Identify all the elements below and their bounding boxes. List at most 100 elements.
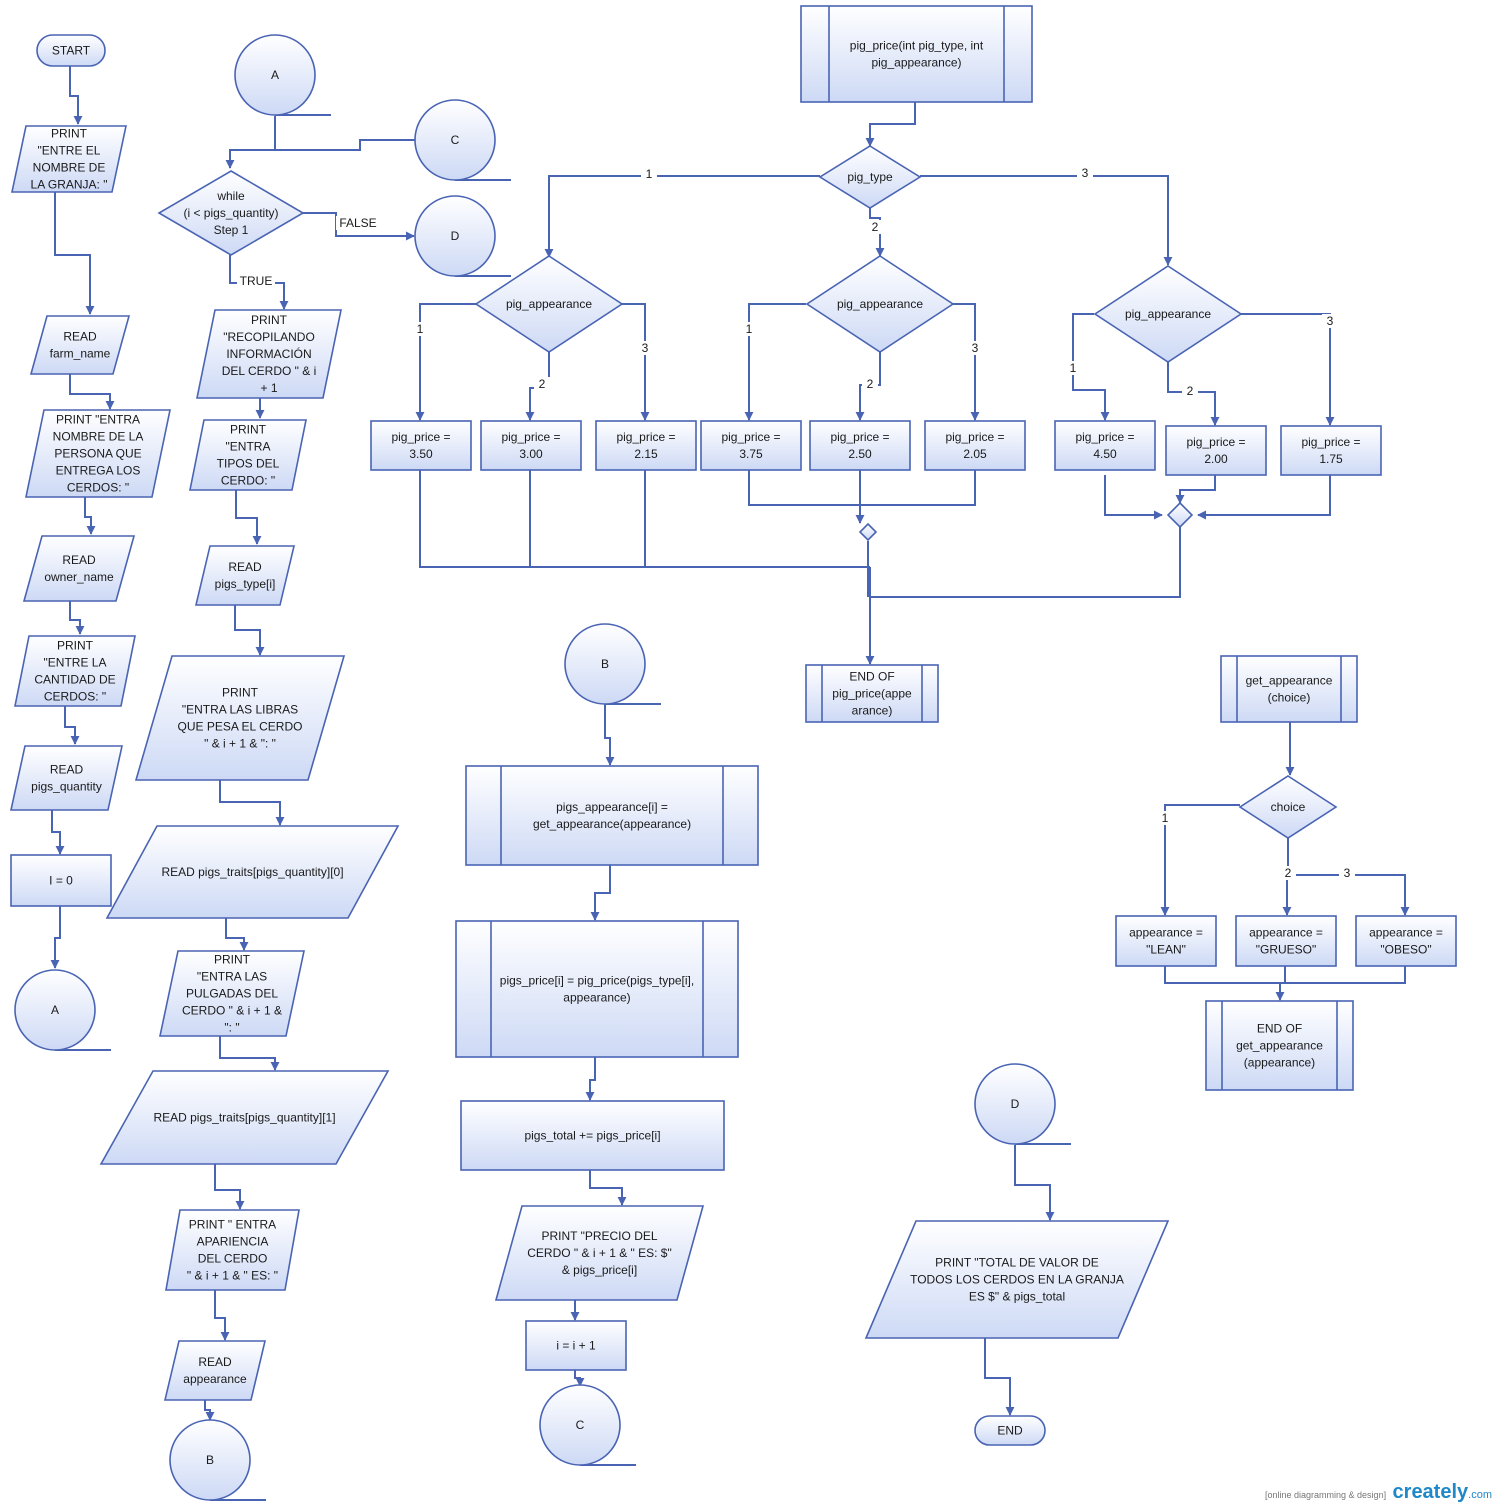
price-205-process[interactable]: pig_price =2.05 bbox=[924, 420, 1026, 471]
edge-label-app2-2: 2 bbox=[867, 377, 874, 391]
init-i-process[interactable]: I = 0 bbox=[10, 854, 112, 907]
call-get-appearance-subroutine[interactable]: pigs_appearance[i] =get_appearance(appea… bbox=[465, 765, 759, 866]
edge-readqty-init bbox=[51, 810, 65, 855]
read-traits1-io[interactable]: READ pigs_traits[pigs_quantity][1] bbox=[99, 1070, 390, 1165]
price-200-process[interactable]: pig_price =2.00 bbox=[1165, 425, 1267, 476]
dec_app_2-label: pig_appearance bbox=[837, 297, 923, 311]
price-300-process[interactable]: pig_price =3.00 bbox=[480, 420, 582, 471]
dec-app-3-decision[interactable]: pig_appearance bbox=[1093, 265, 1243, 363]
app-obeso-process[interactable]: appearance ="OBESO" bbox=[1355, 915, 1457, 967]
end-terminator[interactable]: END bbox=[974, 1415, 1046, 1446]
conn_d_bottom-label: D bbox=[1011, 1097, 1020, 1111]
conn_a_bottom-label: A bbox=[51, 1003, 59, 1017]
app_grueso-label: appearance ="GRUESO" bbox=[1249, 926, 1323, 957]
start-terminator[interactable]: START bbox=[36, 34, 106, 67]
price-175-process[interactable]: pig_price =1.75 bbox=[1280, 425, 1382, 476]
increment-label: i = i + 1 bbox=[556, 1339, 596, 1353]
conn-a-bottom-connector[interactable]: A bbox=[14, 969, 111, 1051]
call-pig-price-subroutine[interactable]: pigs_price[i] = pig_price(pigs_type[i],a… bbox=[455, 920, 739, 1058]
edge-p175-merge3 bbox=[1197, 475, 1331, 520]
edge-start-print bbox=[69, 66, 83, 125]
creately-watermark: [online diagramming & design] creately.c… bbox=[1265, 1481, 1492, 1504]
edge-readtype-libras bbox=[234, 605, 265, 656]
dec_choice-label: choice bbox=[1271, 800, 1306, 814]
conn_b_mid-label: B bbox=[601, 657, 609, 671]
app_obeso-label: appearance ="OBESO" bbox=[1369, 926, 1443, 957]
read_traits0-label: READ pigs_traits[pigs_quantity][0] bbox=[161, 865, 343, 879]
edge-init-conna bbox=[50, 906, 61, 969]
conn-b-bottom-connector[interactable]: B bbox=[169, 1419, 266, 1501]
dec-app-2-decision[interactable]: pig_appearance bbox=[805, 255, 955, 353]
while-loop-decision[interactable]: while(i < pigs_quantity)Step 1 bbox=[157, 170, 305, 256]
edge-label-type-3: 3 bbox=[1082, 166, 1089, 180]
conn-d-bottom-connector[interactable]: D bbox=[974, 1063, 1071, 1145]
app-lean-process[interactable]: appearance ="LEAN" bbox=[1115, 915, 1217, 967]
price_350-label: pig_price =3.50 bbox=[391, 430, 450, 461]
price-450-process[interactable]: pig_price =4.50 bbox=[1054, 420, 1156, 471]
app-grueso-process[interactable]: appearance ="GRUESO" bbox=[1235, 915, 1337, 967]
increment-process[interactable]: i = i + 1 bbox=[525, 1320, 627, 1371]
edge-label-while-true: TRUE bbox=[240, 274, 273, 288]
dec-pig-type-decision[interactable]: pig_type bbox=[818, 145, 922, 209]
edge-label-app2-1: 1 bbox=[746, 322, 753, 336]
edge-p450-merge3 bbox=[1104, 475, 1163, 520]
edge-label-choice-3: 3 bbox=[1344, 866, 1351, 880]
price-350-process[interactable]: pig_price =3.50 bbox=[370, 420, 472, 471]
conn-d-right-connector[interactable]: D bbox=[414, 195, 511, 277]
edge-apariencia-readapp bbox=[214, 1290, 230, 1341]
price_200-label: pig_price =2.00 bbox=[1186, 435, 1245, 466]
edge-libras-traits0 bbox=[219, 780, 285, 826]
app_lean-label: appearance ="LEAN" bbox=[1129, 926, 1203, 957]
price-375-process[interactable]: pig_price =3.75 bbox=[700, 420, 802, 471]
conn-b-mid-connector[interactable]: B bbox=[564, 623, 661, 705]
fn-get-appearance-subroutine[interactable]: get_appearance(choice) bbox=[1220, 655, 1358, 723]
conn_c_top-label: C bbox=[451, 133, 460, 147]
read-traits0-io[interactable]: READ pigs_traits[pigs_quantity][0] bbox=[105, 825, 400, 919]
dec-app-1-decision[interactable]: pig_appearance bbox=[474, 255, 624, 353]
conn-a-top-connector[interactable]: A bbox=[234, 34, 331, 116]
edge-lean-end bbox=[1164, 966, 1285, 1001]
price-215-process[interactable]: pig_price =2.15 bbox=[595, 420, 697, 471]
edge-label-app1-3: 3 bbox=[642, 341, 649, 355]
fn_get_appearance-label: get_appearance(choice) bbox=[1246, 674, 1333, 705]
edge-p350-down bbox=[419, 470, 870, 568]
watermark-suffix: .com bbox=[1468, 1489, 1492, 1501]
edge-printowner-readowner bbox=[84, 497, 96, 535]
edge-merge3-down bbox=[870, 527, 1181, 598]
watermark-brand: creately bbox=[1392, 1481, 1469, 1503]
price-250-process[interactable]: pig_price =2.50 bbox=[809, 420, 911, 471]
accumulate-process[interactable]: pigs_total += pigs_price[i] bbox=[460, 1100, 725, 1171]
call_pig_price-label: pigs_price[i] = pig_price(pigs_type[i],a… bbox=[500, 974, 694, 1005]
dec-choice-decision[interactable]: choice bbox=[1238, 775, 1338, 839]
call_get_appearance-label: pigs_appearance[i] =get_appearance(appea… bbox=[533, 800, 691, 831]
conn-c-top-connector[interactable]: C bbox=[414, 99, 511, 181]
price_450-label: pig_price =4.50 bbox=[1075, 430, 1134, 461]
conn-c-bottom-connector[interactable]: C bbox=[539, 1384, 636, 1466]
price_175-label: pig_price =1.75 bbox=[1301, 435, 1360, 466]
